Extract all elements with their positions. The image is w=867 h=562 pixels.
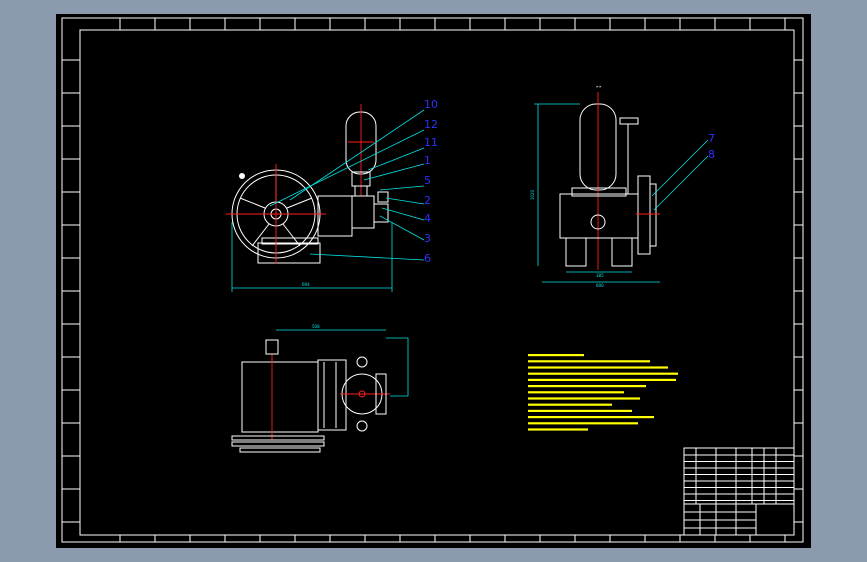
callout-2: 2 — [424, 194, 431, 207]
callout-10: 10 — [424, 98, 438, 111]
note-line — [528, 378, 676, 381]
note-line — [528, 422, 638, 425]
outer-frame — [61, 17, 804, 543]
note-line — [528, 354, 584, 357]
svg-text:1020: 1020 — [530, 189, 535, 200]
callout-5: 5 — [424, 174, 431, 187]
note-line — [528, 360, 650, 363]
paper — [56, 14, 811, 548]
svg-text:600: 600 — [596, 283, 604, 288]
callout-3: 3 — [424, 232, 431, 245]
svg-text:508: 508 — [312, 324, 320, 329]
note-line — [528, 416, 654, 419]
technical-notes — [528, 354, 678, 431]
zone-ticks — [62, 18, 803, 542]
note-line — [528, 391, 624, 394]
svg-text:694: 694 — [302, 282, 310, 287]
callout-6: 6 — [424, 252, 431, 265]
callout-7: 7 — [708, 132, 715, 145]
note-line — [528, 385, 646, 388]
callout-11: 11 — [424, 136, 438, 149]
callout-8: 8 — [708, 148, 715, 161]
note-line — [528, 409, 632, 412]
note-line — [528, 397, 640, 400]
callout-1: 1 — [424, 154, 431, 167]
inner-frame — [79, 29, 795, 536]
callout-12: 12 — [424, 118, 438, 131]
callout-4: 4 — [424, 212, 431, 225]
note-line — [528, 428, 588, 431]
note-line — [528, 366, 668, 369]
note-line — [528, 403, 612, 406]
top-marker: ▸▸ — [596, 84, 602, 90]
svg-text:385: 385 — [596, 273, 604, 278]
title-block — [683, 447, 795, 536]
front-view: 694 — [226, 104, 425, 292]
top-view: 508 — [231, 324, 409, 453]
side-view: 1020 385 600 — [530, 92, 709, 288]
note-line — [528, 372, 678, 375]
